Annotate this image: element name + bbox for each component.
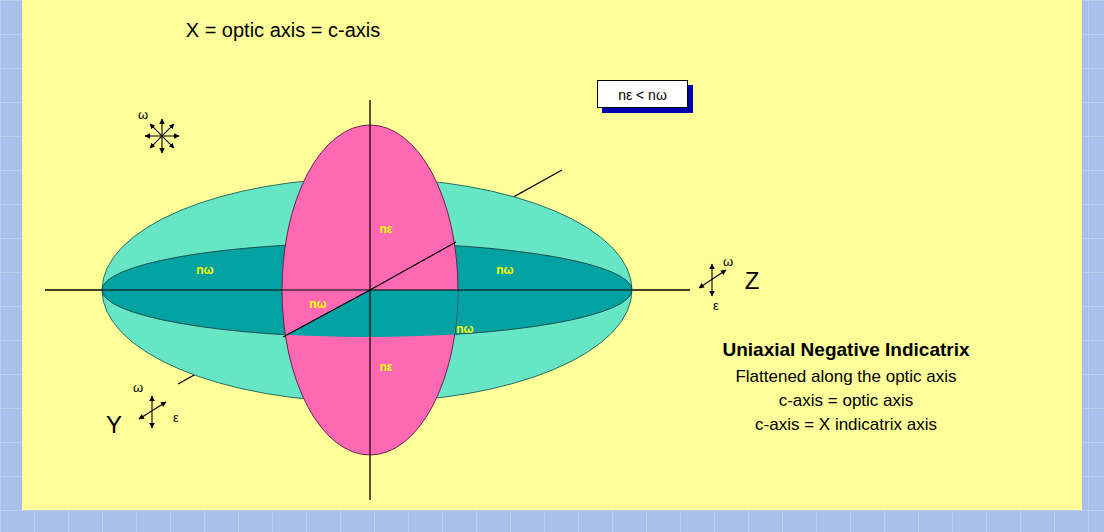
index-label: nω xyxy=(309,298,326,311)
heading-note: Uniaxial Negative Indicatrix xyxy=(722,340,969,361)
note-line: c-axis = optic axis xyxy=(779,392,914,411)
note-line: c-axis = X indicatrix axis xyxy=(755,416,937,435)
axis-name: Y xyxy=(106,412,122,438)
equator-front xyxy=(102,290,632,337)
double-arrow xyxy=(150,124,174,148)
index-label: nε xyxy=(379,223,392,236)
vibration-symbol: ω xyxy=(723,255,733,269)
double-arrow xyxy=(699,270,726,288)
vibration-symbol: ε xyxy=(173,411,179,425)
double-arrow xyxy=(151,396,152,428)
ratio-box: nε < nω xyxy=(597,80,688,108)
axes xyxy=(45,100,690,500)
axis-name: Z xyxy=(745,268,760,294)
yellow-panel xyxy=(22,0,1082,510)
vibration-symbol: ε xyxy=(713,299,719,313)
vibration-symbol: ω xyxy=(133,381,143,395)
ratio-text: nε < nω xyxy=(618,87,667,103)
index-label: nω xyxy=(196,264,213,277)
index-label: nε xyxy=(379,361,392,374)
axis-caption: X = optic axis = c-axis xyxy=(186,19,381,41)
vibration-symbol: ω xyxy=(138,108,148,122)
note-line: Flattened along the optic axis xyxy=(735,368,956,387)
index-label: nω xyxy=(456,323,473,336)
section-lines xyxy=(102,125,632,455)
vibration-directions xyxy=(139,119,726,428)
double-arrow xyxy=(139,402,166,419)
index-label: nω xyxy=(496,264,513,277)
